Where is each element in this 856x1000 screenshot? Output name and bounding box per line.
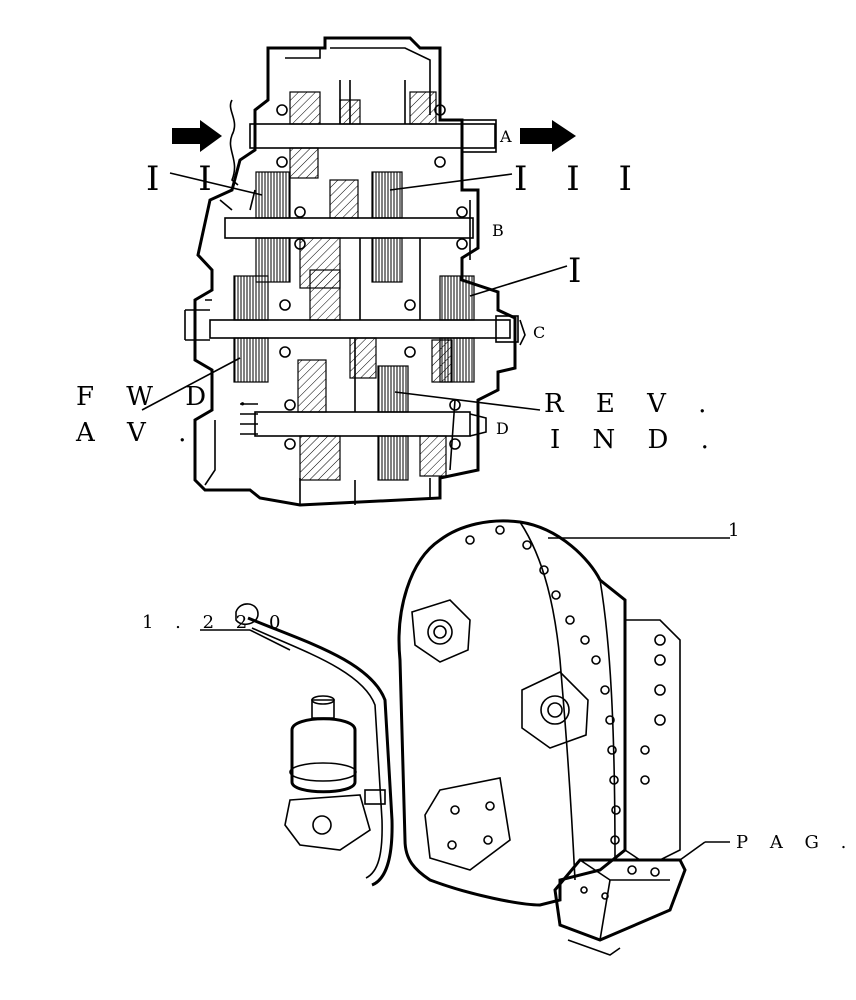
housing-inner xyxy=(204,47,471,486)
oil-filter xyxy=(284,695,371,851)
shaft-d-label: D xyxy=(496,419,509,438)
transmission-cross-section: A B C D I I I I I I F W D . A V . R E V … xyxy=(75,36,721,507)
clutch-packs xyxy=(233,171,475,481)
tube-clamp xyxy=(364,789,386,805)
clutch-first xyxy=(439,275,475,321)
callout-leaders xyxy=(200,537,730,861)
cover-plate xyxy=(424,777,511,871)
clutch-forward xyxy=(233,337,269,383)
transmission-case xyxy=(397,519,627,907)
output-arrow-icon xyxy=(520,120,576,152)
callout-transmission: 1 xyxy=(728,520,747,541)
upper-flange xyxy=(411,599,471,663)
dipstick-handle xyxy=(235,603,259,626)
middle-flange xyxy=(521,671,589,749)
shaft-d-taper xyxy=(469,413,487,437)
clutch-reverse-label: R E V . xyxy=(544,389,718,419)
case-face xyxy=(519,521,616,881)
clutch-reverse xyxy=(377,365,409,413)
transmission-assembly-view: 1 1 . 2 2 0 P A G . 6 xyxy=(142,519,856,956)
clutch-third-label: I I I xyxy=(514,159,646,199)
shaft-b xyxy=(224,217,474,239)
clutch-first-label: I xyxy=(568,251,595,291)
gears xyxy=(289,91,453,481)
clutch-second-lower xyxy=(255,237,291,283)
shaft-d xyxy=(254,411,471,437)
callout-dipstick: 1 . 2 2 0 xyxy=(142,612,288,633)
section-details xyxy=(184,80,526,505)
control-valve-block xyxy=(553,858,687,956)
clutch-third-lower xyxy=(371,237,403,283)
clutch-first-lower xyxy=(439,337,475,383)
clutch-leader-lines xyxy=(141,172,568,411)
front-cover xyxy=(229,99,239,186)
clutch-forward-upper xyxy=(233,275,269,321)
case-bolts xyxy=(465,525,621,845)
dipstick-tube xyxy=(247,616,394,887)
shaft-a-label: A xyxy=(499,127,512,146)
side-bracket xyxy=(624,619,681,861)
clutch-second-label: I I xyxy=(146,159,226,199)
shaft-d-spline xyxy=(240,403,258,435)
bracket-holes xyxy=(640,634,666,785)
dipstick-tube-inner xyxy=(251,627,383,879)
bearings xyxy=(276,104,468,450)
callout-valve-block: P A G . 6 xyxy=(736,832,856,853)
shaft-c-label: C xyxy=(533,323,545,342)
shaft-c-end xyxy=(495,315,519,343)
clutch-third xyxy=(371,171,403,219)
shaft-a-end xyxy=(461,119,497,153)
input-arrow-icon xyxy=(172,120,222,152)
shaft-a xyxy=(249,123,496,149)
clutch-forward-alt-label: A V . xyxy=(75,418,198,448)
clutch-reverse-lower xyxy=(377,435,409,481)
shaft-b-label: B xyxy=(492,221,504,240)
clutch-forward-label: F W D . xyxy=(76,382,259,412)
shaft-c xyxy=(209,319,511,339)
clutch-reverse-alt-label: I N D . xyxy=(550,425,721,455)
